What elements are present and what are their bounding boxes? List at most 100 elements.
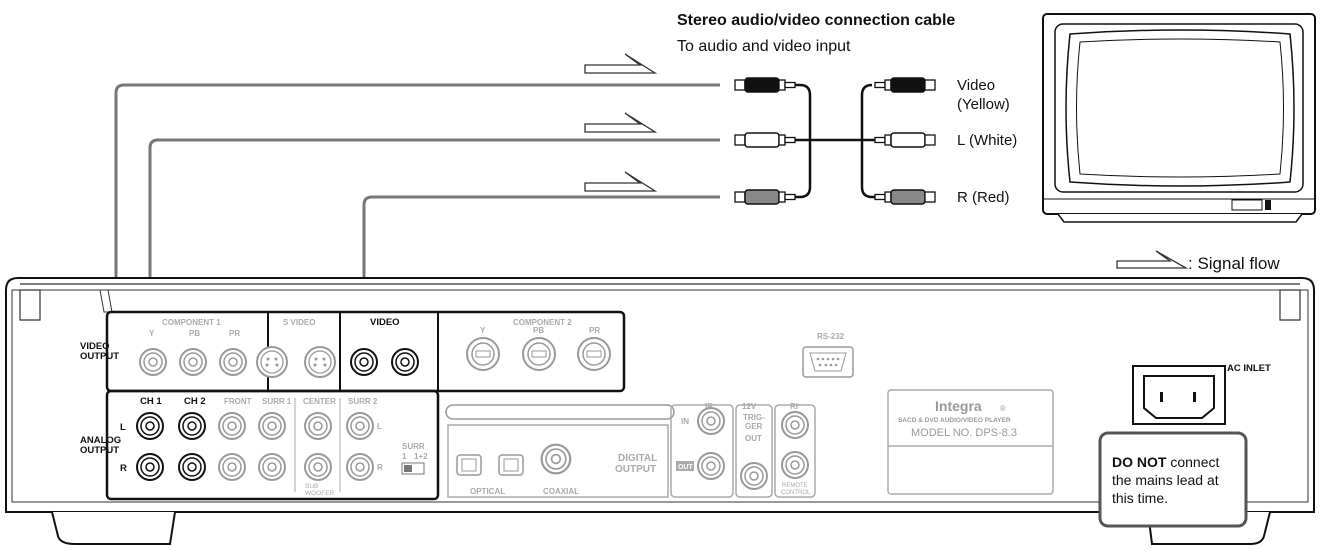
remote-control-label-2: CONTROL xyxy=(781,490,811,496)
cable-right-line xyxy=(362,195,720,360)
trigger-label-1: TRIG- xyxy=(743,413,765,422)
model-number: MODEL NO. DPS-8.3 xyxy=(911,427,1017,439)
plug-left-right xyxy=(874,132,936,148)
s-video-jack-1[interactable] xyxy=(256,346,288,378)
ri-jack-2[interactable] xyxy=(781,451,809,479)
legend-signal-flow: : Signal flow xyxy=(1188,254,1280,273)
component2-label: COMPONENT 2 xyxy=(513,318,572,327)
comp2-pr-jack[interactable] xyxy=(577,337,611,371)
trigger-label-2: GER xyxy=(745,422,763,431)
ch2-l-jack[interactable] xyxy=(178,412,206,440)
ri-jack-1[interactable] xyxy=(781,411,809,439)
surr-switch[interactable] xyxy=(401,462,425,475)
analog-output-label-2: OUTPUT xyxy=(80,445,119,456)
video-jack-2[interactable] xyxy=(391,348,419,376)
brand-subtitle: SACD & DVD AUDIO/VIDEO PLAYER xyxy=(898,417,1011,424)
model-plate xyxy=(887,389,1054,495)
trigger-label-3: OUT xyxy=(745,434,762,443)
ch1-r-jack[interactable] xyxy=(136,453,164,481)
comp2-y-jack[interactable] xyxy=(466,337,500,371)
video-output-label-1: VIDEO xyxy=(80,341,110,352)
video-jack-1[interactable] xyxy=(350,348,378,376)
center-label: CENTER xyxy=(303,397,336,406)
front-r-jack[interactable] xyxy=(218,453,246,481)
optical-label: OPTICAL xyxy=(470,487,505,496)
cable-left-line xyxy=(148,138,720,425)
s-video-jack-2[interactable] xyxy=(304,346,336,378)
ri-panel xyxy=(774,404,816,498)
plug-video-left xyxy=(734,77,796,93)
comp2-y-label: Y xyxy=(480,326,486,335)
ac-inlet-label: AC INLET xyxy=(1227,363,1271,374)
analog-output-panel xyxy=(105,389,440,501)
plug-right-right xyxy=(874,189,936,205)
plug-video-right xyxy=(874,77,936,93)
comp1-pr-jack[interactable] xyxy=(219,348,247,376)
brand-logo: Integra xyxy=(935,398,982,414)
remote-control-label-1: REMOTE xyxy=(782,483,808,489)
digital-output-label-2: OUTPUT xyxy=(615,464,656,475)
surr-switch-opt-2: 1+2 xyxy=(414,452,428,461)
comp2-pb-label: PB xyxy=(533,326,544,335)
comp1-pr-label: PR xyxy=(229,329,240,338)
ir-out-label: OUT xyxy=(678,464,694,471)
subwoofer-label-2: WOOFER xyxy=(305,490,335,497)
surr2-label: SURR 2 xyxy=(348,397,378,406)
surr2-l-jack[interactable] xyxy=(346,412,374,440)
surr1-l-jack[interactable] xyxy=(258,412,286,440)
trigger-panel xyxy=(735,404,773,498)
surr1-r-jack[interactable] xyxy=(258,453,286,481)
comp1-y-jack[interactable] xyxy=(139,348,167,376)
warning-line-1: DO NOT connect xyxy=(1112,454,1219,470)
coaxial-label: COAXIAL xyxy=(543,487,579,496)
front-l-jack[interactable] xyxy=(218,412,246,440)
trigger-out-jack[interactable] xyxy=(740,462,768,490)
warning-rest: connect xyxy=(1166,454,1219,470)
warning-bold: DO NOT xyxy=(1112,454,1167,470)
optical-slot xyxy=(445,404,675,420)
cable-subtitle: To audio and video input xyxy=(677,38,851,55)
surr2-r-jack[interactable] xyxy=(346,453,374,481)
ac-inlet[interactable] xyxy=(1132,365,1226,425)
coaxial-jack[interactable] xyxy=(540,443,572,475)
trigger-12v-label: 12V xyxy=(742,402,757,411)
comp1-pb-jack[interactable] xyxy=(179,348,207,376)
ir-out-jack[interactable] xyxy=(697,452,725,480)
plug-label-left: L (White) xyxy=(957,132,1017,149)
optical-jack-2[interactable] xyxy=(498,454,524,476)
ch1-label: CH 1 xyxy=(140,396,162,407)
digital-output-label-1: DIGITAL xyxy=(618,453,657,464)
rs232-label: RS-232 xyxy=(817,332,845,341)
ir-in-jack[interactable] xyxy=(697,407,725,435)
surr1-label: SURR 1 xyxy=(262,397,292,406)
analog-r-label: R xyxy=(120,463,127,474)
ri-label: RI xyxy=(790,402,798,411)
center-jack[interactable] xyxy=(304,412,332,440)
ch1-l-jack[interactable] xyxy=(136,412,164,440)
signal-flow-arrow xyxy=(584,112,658,133)
warning-line-3: this time. xyxy=(1112,490,1168,506)
ch2-r-jack[interactable] xyxy=(178,453,206,481)
digital-output-panel xyxy=(447,424,669,498)
surr2-r-side-label: R xyxy=(377,463,383,472)
ir-label: IR xyxy=(705,402,713,411)
surr2-l-side-label: L xyxy=(377,422,382,431)
signal-flow-arrow xyxy=(584,53,658,74)
comp2-pb-jack[interactable] xyxy=(522,337,556,371)
surr-switch-opt-1: 1 xyxy=(402,452,407,461)
rs232-port[interactable] xyxy=(802,346,854,378)
plug-left-left xyxy=(734,132,796,148)
optical-jack-1[interactable] xyxy=(456,454,482,476)
subwoofer-jack[interactable] xyxy=(304,453,332,481)
ir-panel xyxy=(670,404,734,498)
ir-in-label: IN xyxy=(681,417,689,426)
ch2-label: CH 2 xyxy=(184,396,206,407)
plug-label-video: Video xyxy=(957,77,995,94)
analog-l-label: L xyxy=(120,422,126,433)
cable-title: Stereo audio/video connection cable xyxy=(677,12,955,29)
video-label: VIDEO xyxy=(370,317,400,328)
signal-flow-arrow xyxy=(584,171,658,192)
comp1-pb-label: PB xyxy=(189,329,200,338)
comp2-pr-label: PR xyxy=(589,326,600,335)
